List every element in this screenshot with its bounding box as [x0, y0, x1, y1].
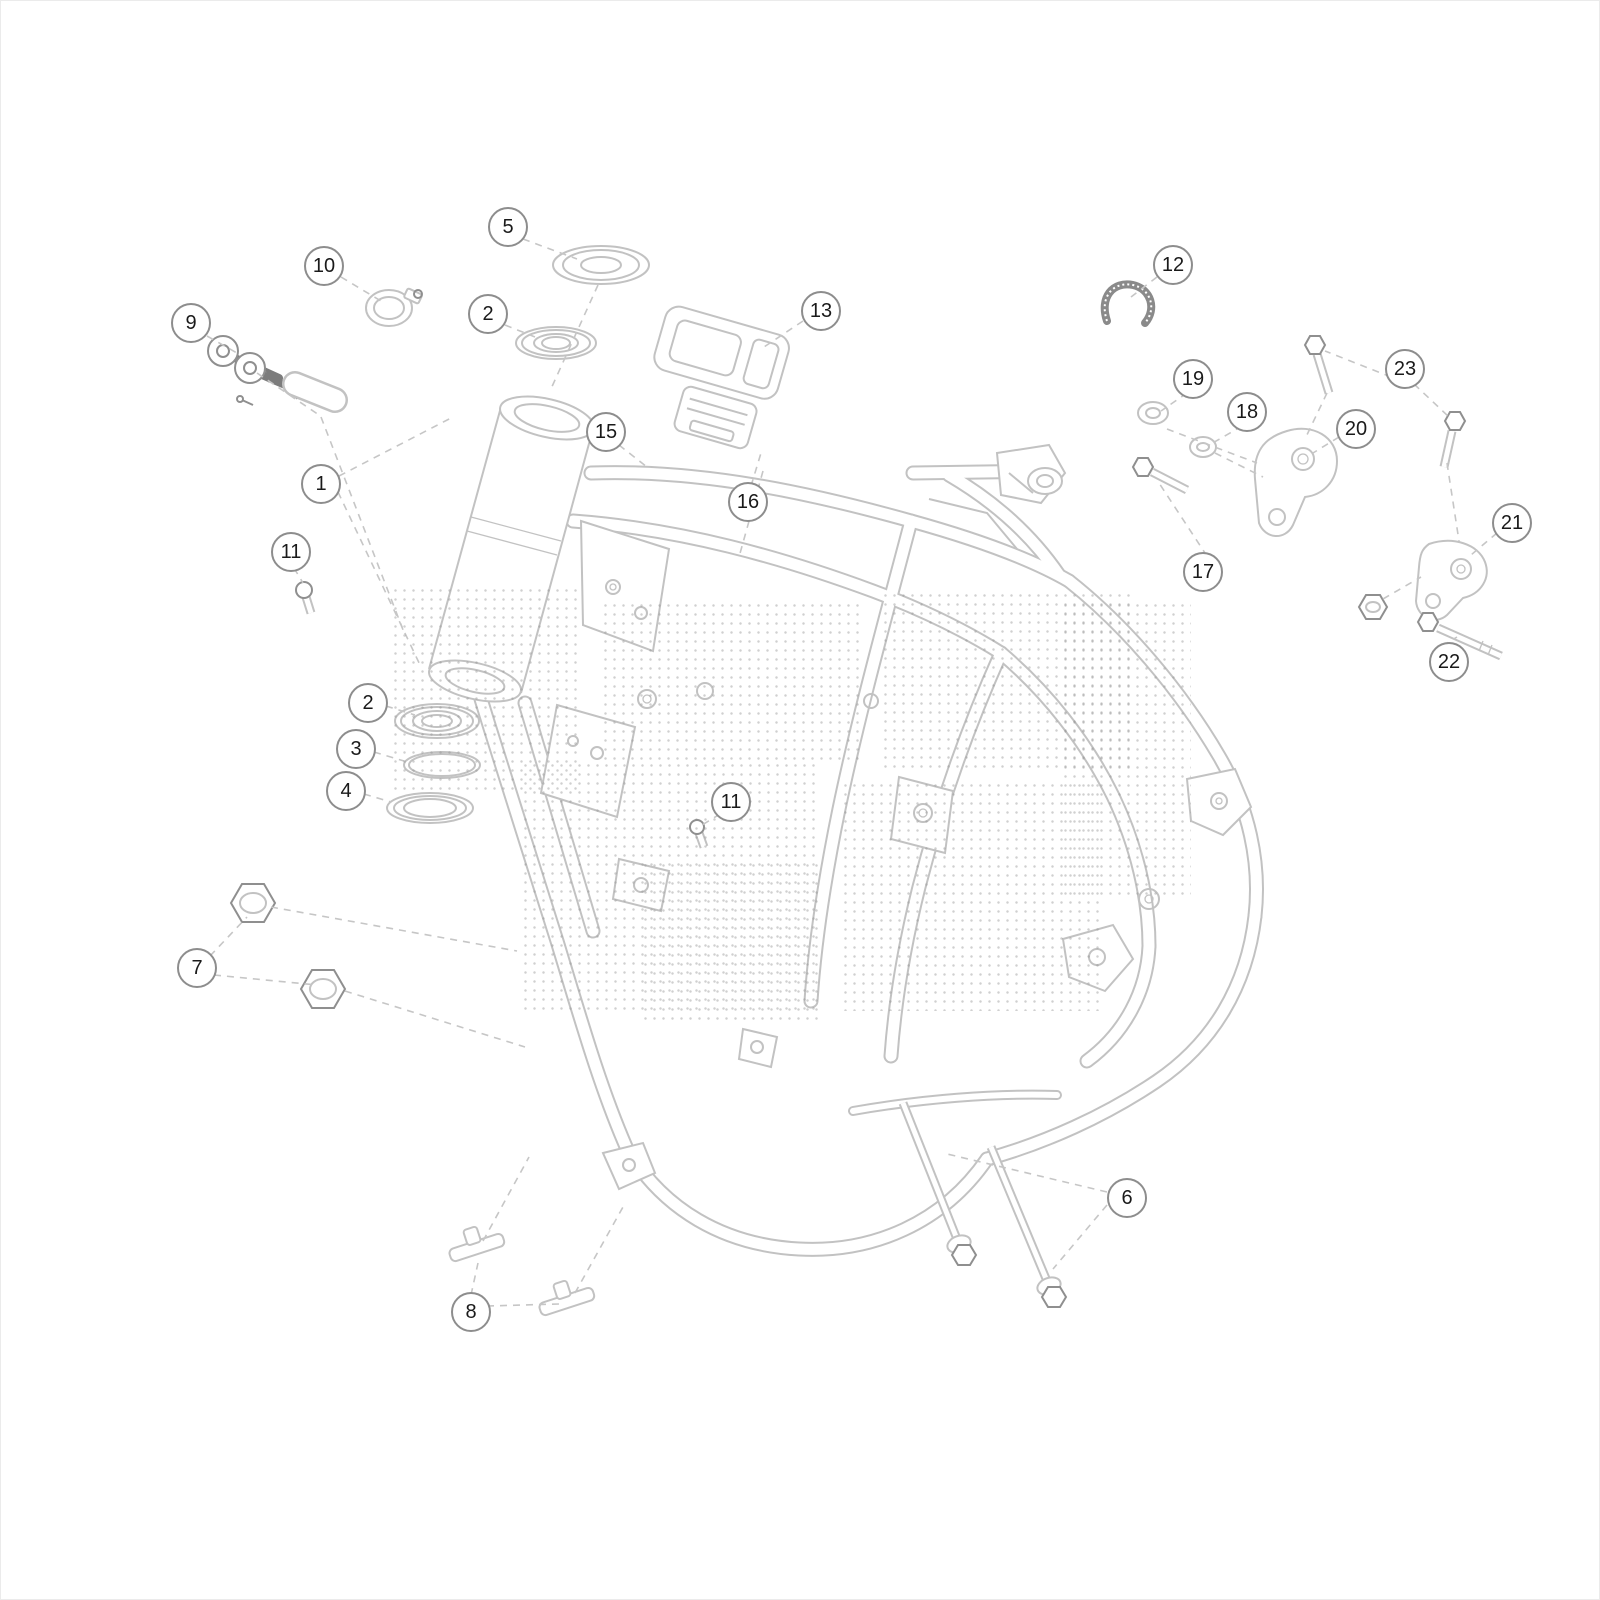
part-number: 17	[1191, 561, 1215, 583]
part-callout-16[interactable]: 16	[728, 482, 768, 522]
part-bolt-6a	[898, 1101, 978, 1266]
part-number: 18	[1235, 401, 1259, 423]
part-cable-clip-12	[1100, 280, 1156, 327]
part-number: 12	[1161, 254, 1185, 276]
part-bracket-21	[1414, 539, 1488, 621]
part-number: 3	[350, 738, 362, 760]
part-number: 22	[1437, 651, 1461, 673]
part-number: 5	[502, 216, 514, 238]
part-nut-flanged	[1357, 594, 1389, 620]
part-bracket-20	[1253, 427, 1339, 537]
part-callout-21[interactable]: 21	[1492, 503, 1532, 543]
part-number: 6	[1121, 1187, 1133, 1209]
part-bolt-23-right	[1439, 411, 1467, 468]
part-callout-4[interactable]: 4	[326, 771, 366, 811]
part-callout-18[interactable]: 18	[1227, 392, 1267, 432]
part-number: 23	[1393, 358, 1417, 380]
part-callout-13[interactable]: 13	[801, 291, 841, 331]
part-callout-7[interactable]: 7	[177, 948, 217, 988]
part-number: 21	[1500, 512, 1524, 534]
part-bolt-22	[1416, 612, 1503, 661]
part-callout-11[interactable]: 11	[271, 532, 311, 572]
part-nut-7b	[299, 969, 347, 1009]
part-number: 2	[482, 303, 494, 325]
part-seal-4	[386, 792, 474, 824]
part-callout-15[interactable]: 15	[586, 412, 626, 452]
part-callout-10[interactable]: 10	[304, 246, 344, 286]
part-number: 11	[720, 791, 742, 813]
part-number: 15	[594, 421, 618, 443]
part-bolt-17	[1131, 457, 1190, 495]
part-bearing-lower-2	[394, 703, 480, 739]
part-number: 16	[736, 491, 760, 513]
part-clamp-8a	[448, 1225, 506, 1263]
part-callout-20[interactable]: 20	[1336, 409, 1376, 449]
part-screw-11a	[295, 581, 316, 615]
part-number: 9	[185, 312, 197, 334]
part-number: 19	[1181, 368, 1205, 390]
part-callout-17[interactable]: 17	[1183, 552, 1223, 592]
part-dust-cap-5	[552, 245, 650, 285]
part-keys-9	[207, 335, 348, 413]
part-number: 4	[340, 780, 352, 802]
part-callout-12[interactable]: 12	[1153, 245, 1193, 285]
part-number: 2	[362, 692, 374, 714]
frame-details	[539, 443, 1253, 1191]
part-callout-2[interactable]: 2	[468, 294, 508, 334]
part-callout-2[interactable]: 2	[348, 683, 388, 723]
part-number: 20	[1344, 418, 1368, 440]
part-number: 8	[465, 1301, 477, 1323]
part-callout-1[interactable]: 1	[301, 464, 341, 504]
part-callout-23[interactable]: 23	[1385, 349, 1425, 389]
part-callout-6[interactable]: 6	[1107, 1178, 1147, 1218]
part-bolt-6b	[986, 1145, 1068, 1308]
part-callout-3[interactable]: 3	[336, 729, 376, 769]
part-callout-5[interactable]: 5	[488, 207, 528, 247]
part-bolt-23-upper	[1303, 335, 1334, 395]
part-number: 10	[312, 255, 336, 277]
part-ring-3	[403, 751, 481, 779]
part-callout-22[interactable]: 22	[1429, 642, 1469, 682]
part-callout-19[interactable]: 19	[1173, 359, 1213, 399]
part-nut-7a	[229, 883, 277, 923]
part-clamp-8b	[538, 1279, 596, 1317]
part-callout-8[interactable]: 8	[451, 1292, 491, 1332]
part-number: 11	[280, 541, 302, 563]
part-number: 13	[809, 300, 833, 322]
part-screw-11b	[689, 819, 709, 849]
part-ignition-switch-13	[653, 305, 790, 450]
part-callout-11[interactable]: 11	[711, 782, 751, 822]
steering-head-tube	[428, 395, 595, 703]
part-washer-19	[1137, 401, 1169, 425]
part-number: 7	[191, 957, 203, 979]
part-washer-18	[1189, 436, 1217, 458]
part-callout-9[interactable]: 9	[171, 303, 211, 343]
part-number: 1	[315, 473, 327, 495]
